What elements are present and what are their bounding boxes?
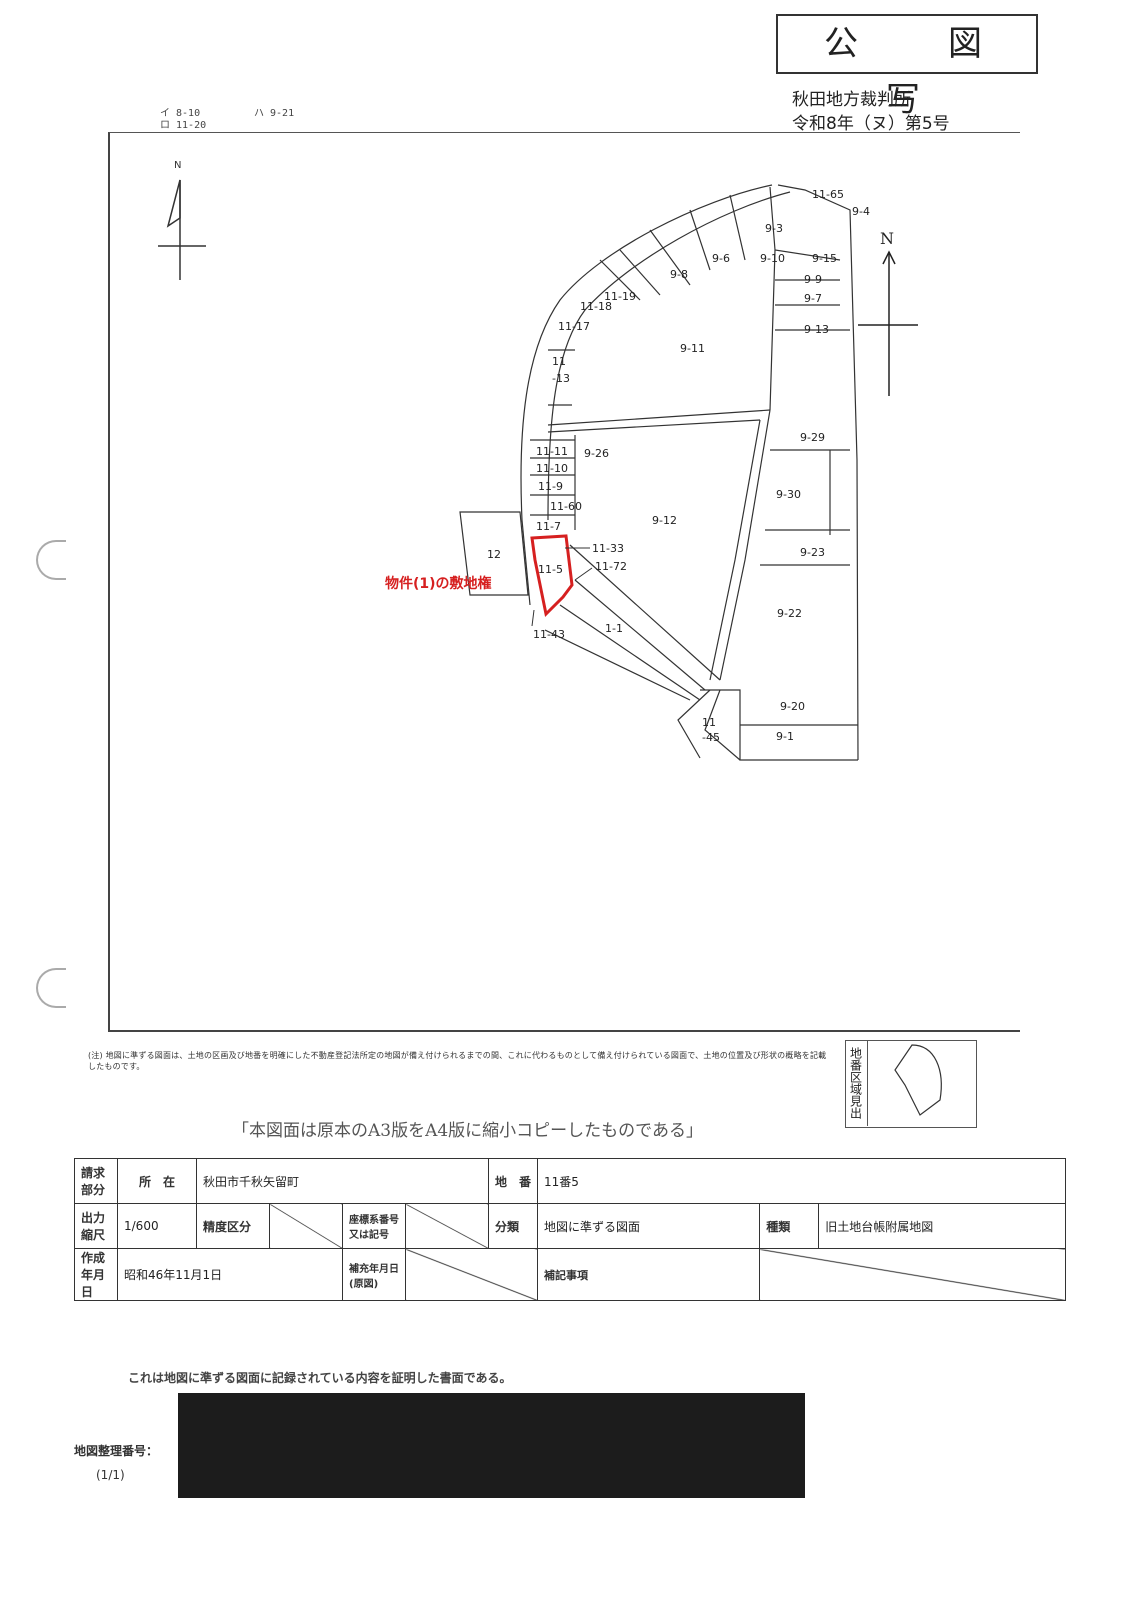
parcel-label: 11	[552, 355, 566, 368]
region-index-shape	[894, 1044, 942, 1116]
value-type: 旧土地台帳附属地図	[818, 1203, 1066, 1249]
map-footnote: (注) 地図に準ずる図面は、土地の区画及び地番を明確にした不動産登記法所定の地図…	[88, 1051, 827, 1071]
north-label: N	[880, 229, 894, 248]
region-index-label: 地番区域見出	[845, 1040, 868, 1126]
label-type: 種類	[759, 1203, 820, 1249]
court-name: 秋田地方裁判所	[792, 90, 911, 110]
label-remarks: 補記事項	[536, 1248, 761, 1301]
label-output-scale: 出力縮尺	[74, 1203, 118, 1249]
parcel-label: 11-17	[558, 320, 590, 333]
parcel-label: 9-11	[680, 342, 705, 355]
table-row: 作成年月日 昭和46年11月1日 補充年月日(原図) 補記事項	[74, 1248, 1066, 1301]
parcel-label: 9-7	[804, 292, 822, 305]
map-frame	[108, 132, 1020, 1032]
parcel-label: 11-43	[533, 628, 565, 641]
table-row: 請求部分 所 在 秋田市千秋矢留町 地 番 11番5	[74, 1158, 1066, 1204]
label-request-part: 請求部分	[74, 1158, 118, 1204]
region-index-box	[845, 1040, 977, 1128]
parcel-label: 12	[487, 548, 501, 561]
parcel-label: 11-9	[538, 480, 563, 493]
parcel-label: 9-9	[804, 273, 822, 286]
table-row: 出力縮尺 1/600 精度区分 座標系番号又は記号 分類 地図に準ずる図面 種類…	[74, 1203, 1066, 1249]
binder-hole-bottom	[36, 968, 66, 1008]
parcel-label: 9-23	[800, 546, 825, 559]
parcel-label: 9-1	[776, 730, 794, 743]
label-supplement-date: 補充年月日(原図)	[342, 1248, 406, 1301]
parcel-label: 9-26	[584, 447, 609, 460]
parcel-label: 9-10	[760, 252, 785, 265]
north-label-small: N	[174, 160, 181, 171]
parcel-label: 11-60	[550, 500, 582, 513]
document-stamp: 公 図 写	[776, 14, 1044, 120]
parcel-label: 11-18	[580, 300, 612, 313]
north-arrow	[858, 250, 918, 396]
parcel-label: 11-19	[604, 290, 636, 303]
label-location: 所 在	[117, 1158, 197, 1204]
legacy-ref-c: ハ 9-21	[254, 108, 295, 119]
case-number: 令和8年（ヌ）第5号	[792, 114, 950, 134]
parcel-label: 9-29	[800, 431, 825, 444]
label-coordinate-system: 座標系番号又は記号	[342, 1203, 406, 1249]
parcel-label: 9-22	[777, 607, 802, 620]
parcel-label: 11-65	[812, 188, 844, 201]
leader-line	[531, 609, 535, 627]
parcel-label: 11-10	[536, 462, 568, 475]
subject-annotation: 物件(1)の敷地権	[385, 575, 492, 592]
cadastral-info-table: 請求部分 所 在 秋田市千秋矢留町 地 番 11番5 出力縮尺 1/600 精度…	[74, 1158, 1066, 1301]
parcel-lines	[459, 184, 859, 761]
parcel-label: 9-4	[852, 205, 870, 218]
parcel-label: 9-30	[776, 488, 801, 501]
value-coordinate-system	[405, 1203, 489, 1249]
parcel-label: 11	[702, 716, 716, 729]
label-created-date: 作成年月日	[74, 1248, 118, 1301]
parcel-label: 9-20	[780, 700, 805, 713]
parcel-label: 11-11	[536, 445, 568, 458]
parcel-label: -13	[552, 372, 570, 385]
certification-text: これは地図に準ずる図面に記録されている内容を証明した書面である。	[128, 1371, 512, 1385]
page-number: (1/1)	[96, 1468, 125, 1482]
label-lot-number: 地 番	[488, 1158, 538, 1204]
parcel-label: 11-33	[592, 542, 624, 555]
label-precision: 精度区分	[196, 1203, 270, 1249]
parcel-label: 9-13	[804, 323, 829, 336]
parcel-label: 11-5	[538, 563, 563, 576]
value-supplement-date	[405, 1248, 538, 1301]
legacy-ref-b: ロ 11-20	[160, 120, 207, 131]
value-created-date: 昭和46年11月1日	[117, 1248, 343, 1301]
binder-hole-top	[36, 540, 66, 580]
legacy-ref-a: イ 8-10	[160, 108, 201, 119]
parcel-label: -45	[702, 731, 720, 744]
parcel-label: 9-3	[765, 222, 783, 235]
subject-parcel-outline	[530, 534, 574, 618]
parcel-label: 11-72	[595, 560, 627, 573]
value-remarks	[759, 1248, 1066, 1301]
parcel-label: 9-15	[812, 252, 837, 265]
court-info: 秋田地方裁判所 令和8年（ヌ）第5号	[792, 88, 950, 136]
value-precision	[269, 1203, 343, 1249]
map-number-label: 地図整理番号：	[74, 1444, 159, 1458]
north-arrow-small	[158, 179, 206, 280]
leader-line-1172	[574, 567, 593, 581]
parcel-label: 9-8	[670, 268, 688, 281]
reduction-caption: 「本図面は原本のA3版をA4版に縮小コピーしたものである」	[232, 1121, 704, 1141]
value-location: 秋田市千秋矢留町	[196, 1158, 489, 1204]
parcel-label: 9-12	[652, 514, 677, 527]
value-category: 地図に準ずる図面	[536, 1203, 761, 1249]
parcel-label: 9-6	[712, 252, 730, 265]
redaction-block	[178, 1393, 805, 1498]
parcel-label: 11-7	[536, 520, 561, 533]
label-category: 分類	[488, 1203, 538, 1249]
value-lot-number: 11番5	[537, 1158, 1066, 1204]
value-output-scale: 1/600	[117, 1203, 197, 1249]
parcel-label: 1-1	[605, 622, 623, 635]
